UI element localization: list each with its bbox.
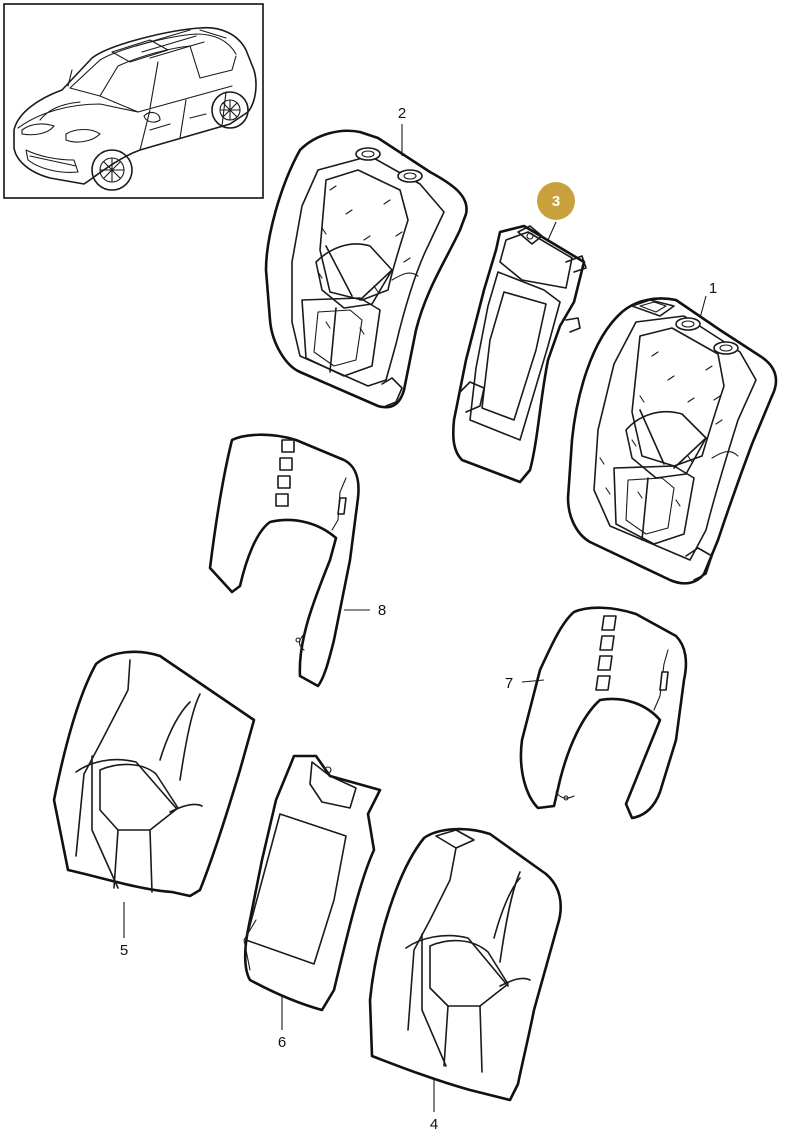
callout-2: 2: [398, 105, 406, 122]
part-1-backrest-frame: [566, 297, 778, 585]
callouts: 1 2 3 4 5 6 7 8: [120, 105, 717, 1133]
part-8-bolster: [208, 433, 360, 688]
part-2-backrest-frame: [264, 129, 468, 409]
callout-8: 8: [378, 602, 386, 619]
vehicle-thumbnail: [3, 3, 264, 199]
part-7-bolster: [519, 606, 688, 820]
callout-6: 6: [278, 1034, 286, 1051]
callout-5: 5: [120, 942, 128, 959]
leader-lines: [123, 124, 707, 1112]
callout-7: 7: [505, 675, 513, 692]
callout-1: 1: [709, 280, 717, 297]
part-4-backrest-cover: [368, 827, 562, 1102]
part-3-backrest-insert: [451, 224, 587, 484]
callout-3-highlight[interactable]: 3: [537, 182, 575, 220]
part-5-backrest-cover: [52, 650, 256, 898]
part-6-back-panel: [243, 754, 382, 1012]
callout-3[interactable]: 3: [552, 193, 560, 210]
callout-4: 4: [430, 1116, 438, 1133]
